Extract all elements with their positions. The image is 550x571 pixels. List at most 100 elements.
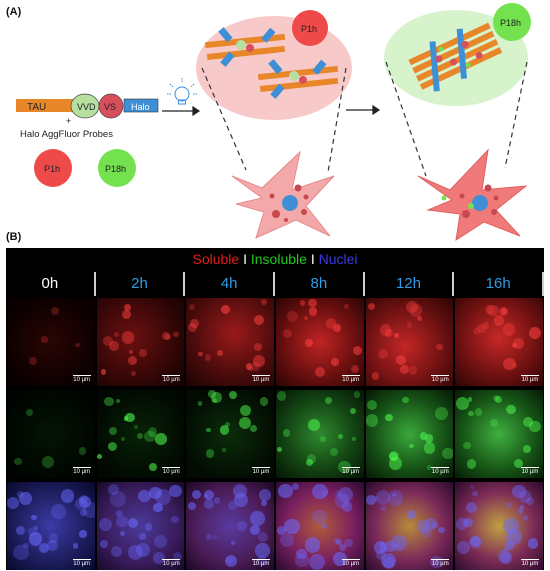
scale-bar: 10 µm [520, 467, 539, 475]
cell-blob [206, 534, 213, 541]
cell-blob [402, 397, 409, 404]
cell-blob [351, 437, 357, 442]
cell-blob [31, 514, 37, 521]
cell-blob [442, 447, 454, 460]
halo-label: Halo [131, 102, 150, 112]
cell-blob [371, 371, 380, 380]
cell-blob [497, 549, 512, 564]
neuron-insoluble [417, 148, 528, 242]
cell-blob [28, 532, 43, 546]
scale-bar: 10 µm [162, 467, 181, 475]
cell-blob [377, 349, 388, 360]
scale-bar-label: 10 µm [521, 561, 539, 567]
cell-blob [83, 502, 95, 518]
cell-blob [375, 490, 391, 505]
cell-blob [314, 366, 325, 377]
cell-blob [173, 331, 179, 338]
cell-blob [47, 540, 58, 551]
cell-blob [237, 521, 247, 532]
oligomer-1 [204, 27, 286, 67]
scale-bar: 10 µm [431, 467, 450, 475]
cell-blob [366, 399, 378, 411]
cell-blob [204, 499, 214, 509]
cell-blob [366, 494, 377, 505]
cell-blob [224, 554, 238, 568]
cell-blob [385, 413, 393, 422]
cell-blob [380, 552, 396, 568]
cell-blob [165, 333, 172, 340]
cell-blob [423, 442, 436, 454]
cell-blob [152, 502, 163, 513]
cell-blob [308, 419, 320, 431]
scale-bar: 10 µm [431, 559, 450, 567]
cell-blob [80, 509, 88, 516]
cell-blob [476, 324, 486, 334]
cell-blob [470, 535, 482, 547]
cell-blob [254, 342, 263, 351]
cell-blob [250, 362, 260, 371]
cell-blob [190, 319, 199, 328]
cell-blob [489, 418, 498, 427]
cell-blob [144, 523, 153, 531]
cell-blob [465, 501, 477, 513]
cell-blob [494, 395, 502, 403]
scale-bar: 10 µm [162, 559, 181, 567]
cell-blob [224, 421, 230, 427]
vvd-label: VVD [77, 102, 96, 112]
cell-blob [119, 530, 126, 537]
cell-blob [513, 458, 523, 469]
scale-bar-label: 10 µm [431, 377, 449, 383]
cell-blob [131, 370, 137, 376]
cell-blob [505, 528, 522, 545]
cell-blob [144, 431, 156, 443]
micrograph-merge-8h: 10 µm [276, 482, 364, 570]
cell-blob [529, 420, 541, 433]
cell-blob [255, 543, 270, 558]
cell-blob [15, 526, 25, 536]
cell-blob [379, 541, 386, 548]
cell-blob [474, 408, 483, 416]
cell-blob [353, 391, 361, 398]
neuron-soluble [231, 150, 335, 239]
cell-blob [299, 300, 306, 306]
cell-blob [137, 433, 144, 440]
cell-blob [324, 396, 333, 405]
cell-blob [259, 396, 269, 406]
cell-blob [321, 522, 327, 529]
cell-blob [333, 323, 342, 332]
cell-blob [468, 536, 482, 550]
cell-blob [376, 549, 387, 560]
cell-blob [392, 492, 397, 498]
cell-blob [191, 489, 201, 499]
cell-blob [408, 366, 417, 375]
cell-blob [523, 416, 534, 428]
scale-bar-label: 10 µm [73, 561, 91, 567]
cell-blob [198, 351, 203, 356]
scale-bar-label: 10 µm [521, 377, 539, 383]
cell-blob [189, 304, 195, 310]
cell-blob [238, 417, 251, 430]
timepoint-label-8h: 8h [275, 272, 365, 296]
cell-blob [256, 555, 267, 566]
cell-blob [23, 542, 29, 548]
cell-blob [296, 548, 307, 560]
cell-blob [154, 433, 167, 445]
cell-blob [420, 432, 428, 440]
cell-blob [276, 446, 283, 452]
scale-bar-label: 10 µm [162, 561, 180, 567]
cell-blob [72, 543, 79, 549]
micrograph-soluble-4h: 10 µm [186, 298, 274, 386]
cell-blob [79, 496, 92, 509]
cell-blob [108, 426, 117, 435]
cell-blob [107, 441, 118, 452]
cell-blob [108, 340, 119, 351]
cell-blob [203, 489, 214, 500]
cell-blob [229, 391, 237, 400]
cell-blob [344, 304, 350, 309]
cell-blob [7, 497, 20, 510]
cell-blob [319, 436, 326, 443]
cell-blob [511, 362, 518, 368]
scale-bar-label: 10 µm [342, 469, 360, 475]
cell-blob [125, 412, 136, 423]
cell-blob [333, 551, 348, 566]
